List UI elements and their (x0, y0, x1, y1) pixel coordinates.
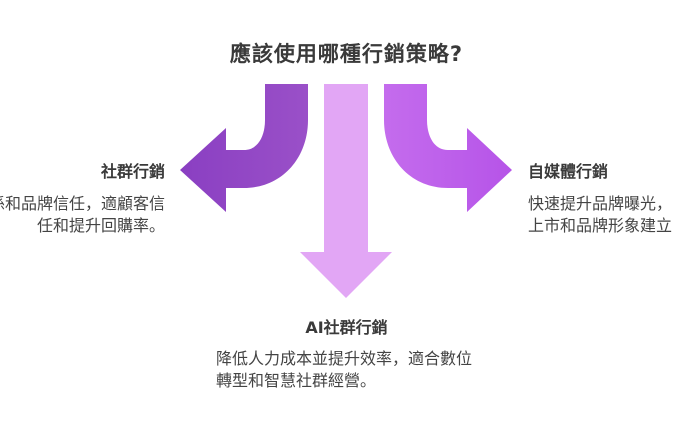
self-media-marketing-title: 自媒體行銷 (528, 162, 609, 181)
left-curved-arrow (180, 84, 308, 212)
social-marketing-description: 關係和品牌信任，適顧客信任和提升回購率。 (0, 194, 165, 235)
right-curved-arrow (384, 84, 512, 212)
center-down-arrow (300, 84, 392, 298)
self-media-marketing-description: 快速提升品牌曝光， 上市和品牌形象建立 (528, 194, 673, 235)
ai-social-marketing-title: AI社群行銷 (305, 318, 388, 337)
diagram-title: 應該使用哪種行銷策略? (229, 42, 464, 66)
social-marketing-title: 社群行銷 (100, 162, 165, 181)
ai-social-marketing-description: 降低人力成本並提升效率，適合數位轉型和智慧社群經營。 (216, 349, 473, 390)
